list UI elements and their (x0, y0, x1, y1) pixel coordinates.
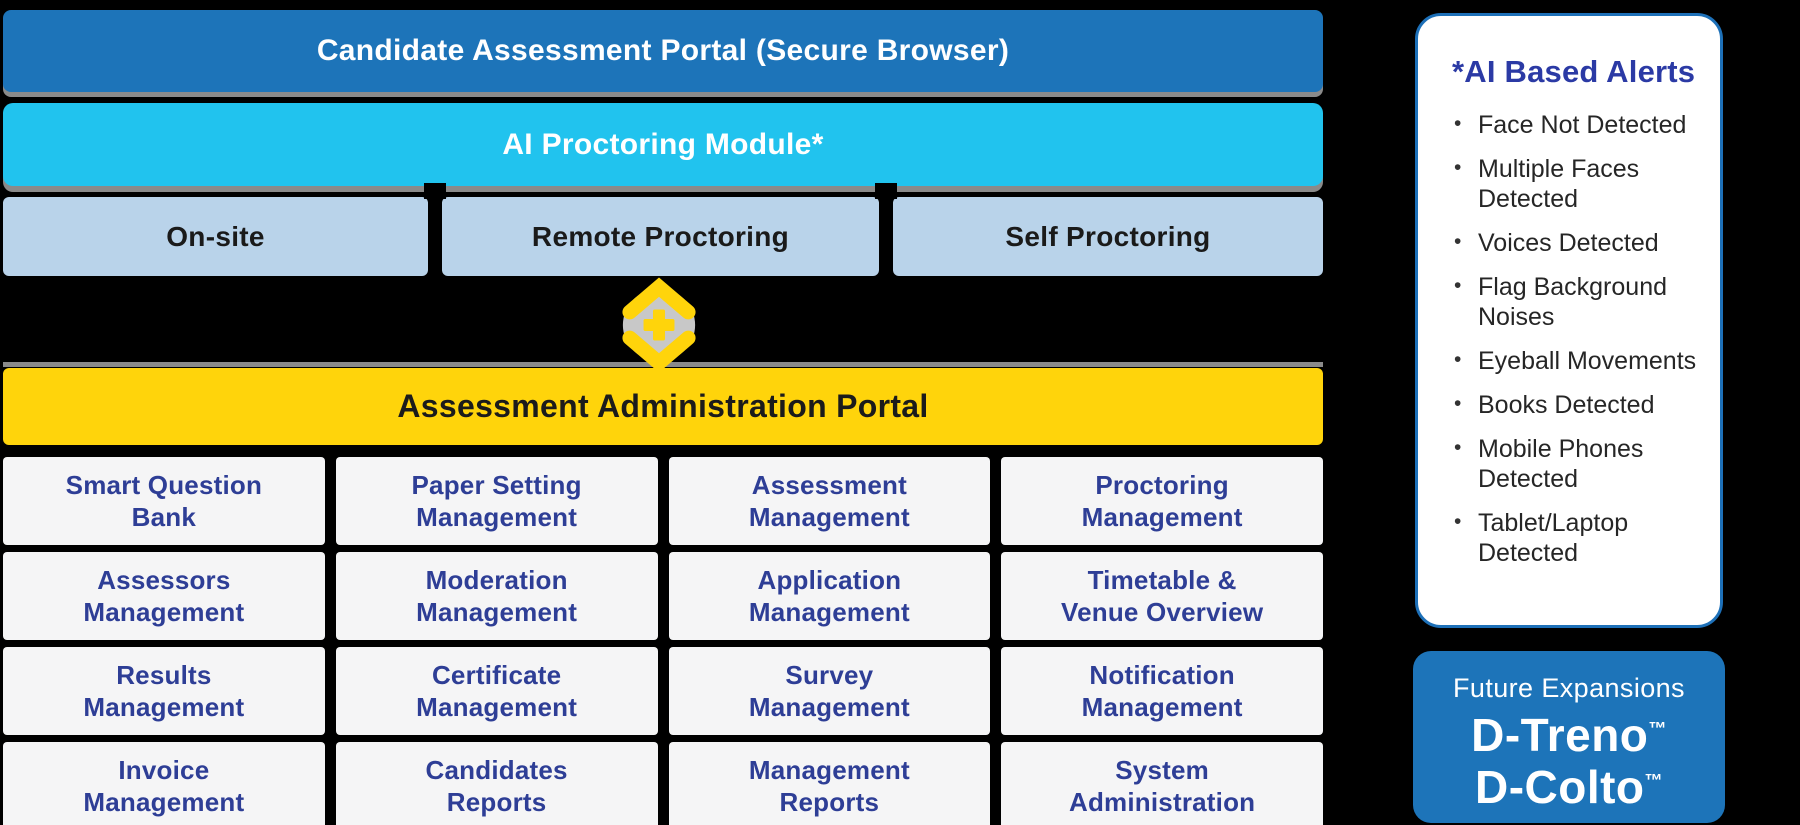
module-label: Notification Management (1081, 659, 1243, 723)
module-label: Certificate Management (416, 659, 578, 723)
ai-alerts-list: Face Not Detected Multiple Faces Detecte… (1452, 110, 1698, 568)
module-label: Assessment Management (748, 469, 910, 533)
module-label: Survey Management (748, 659, 910, 723)
module-label: Application Management (748, 564, 910, 628)
module-cell-application-management: Application Management (668, 552, 991, 640)
module-cell-smart-question-bank: Smart Question Bank (3, 457, 325, 545)
module-label: System Administration (1069, 754, 1256, 818)
module-label: Assessors Management (83, 564, 245, 628)
module-cell-assessors-management: Assessors Management (3, 552, 325, 640)
alert-item: Flag Background Noises (1452, 272, 1698, 332)
alert-item: Face Not Detected (1452, 110, 1698, 140)
module-label: Paper Setting Management (411, 469, 582, 533)
connector-gap (424, 183, 446, 199)
module-label: Timetable & Venue Overview (1061, 564, 1264, 628)
alert-item: Voices Detected (1452, 228, 1698, 258)
alert-item: Tablet/Laptop Detected (1452, 508, 1698, 568)
module-label: Management Reports (748, 754, 910, 818)
product-d-colto: D-Colto™ (1413, 760, 1725, 814)
module-grid: Smart Question Bank Paper Setting Manage… (3, 457, 1323, 825)
mode-on-site: On-site (3, 197, 428, 276)
product-d-treno: D-Treno™ (1413, 709, 1725, 762)
connector-gap (875, 183, 897, 199)
candidate-portal-bar: Candidate Assessment Portal (Secure Brow… (3, 10, 1323, 92)
module-label: Proctoring Management (1081, 469, 1243, 533)
module-cell-paper-setting-management: Paper Setting Management (335, 457, 658, 545)
mode-self-proctoring: Self Proctoring (893, 197, 1323, 276)
admin-portal-bar: Assessment Administration Portal (3, 368, 1323, 445)
module-cell-results-management: Results Management (3, 647, 325, 735)
proctoring-modes-row: On-site Remote Proctoring Self Proctorin… (3, 197, 1323, 276)
alert-item: Eyeball Movements (1452, 346, 1698, 376)
module-label: Moderation Management (416, 564, 578, 628)
diamond-plus-icon (622, 277, 696, 373)
module-cell-moderation-management: Moderation Management (335, 552, 658, 640)
alert-item: Books Detected (1452, 390, 1698, 420)
module-cell-invoice-management: Invoice Management (3, 742, 325, 825)
module-cell-proctoring-management: Proctoring Management (1001, 457, 1323, 545)
module-label: Smart Question Bank (65, 469, 263, 533)
future-expansions-label: Future Expansions (1453, 673, 1685, 703)
module-cell-assessment-management: Assessment Management (668, 457, 991, 545)
ai-alerts-title: *AI Based Alerts (1452, 54, 1696, 89)
alert-item: Mobile Phones Detected (1452, 434, 1698, 494)
module-label: Invoice Management (83, 754, 245, 818)
trademark-symbol: ™ (1644, 770, 1664, 791)
module-cell-candidates-reports: Candidates Reports (335, 742, 658, 825)
module-cell-system-administration: System Administration (1001, 742, 1323, 825)
module-cell-survey-management: Survey Management (668, 647, 991, 735)
future-expansions-box: Future Expansions D-Treno™ D-Colto™ (1413, 651, 1725, 823)
trademark-symbol: ™ (1648, 718, 1667, 739)
module-cell-timetable-venue-overview: Timetable & Venue Overview (1001, 552, 1323, 640)
alert-item: Multiple Faces Detected (1452, 154, 1698, 214)
product-name: D-Treno (1471, 709, 1649, 761)
module-cell-notification-management: Notification Management (1001, 647, 1323, 735)
module-label: Results Management (83, 659, 245, 723)
product-name: D-Colto (1474, 760, 1645, 813)
module-label: Candidates Reports (425, 754, 568, 818)
ai-proctoring-module-bar: AI Proctoring Module* (3, 103, 1323, 186)
ai-alerts-card: *AI Based Alerts Face Not Detected Multi… (1415, 13, 1723, 628)
mode-remote-proctoring: Remote Proctoring (442, 197, 879, 276)
module-cell-management-reports: Management Reports (668, 742, 991, 825)
module-cell-certificate-management: Certificate Management (335, 647, 658, 735)
